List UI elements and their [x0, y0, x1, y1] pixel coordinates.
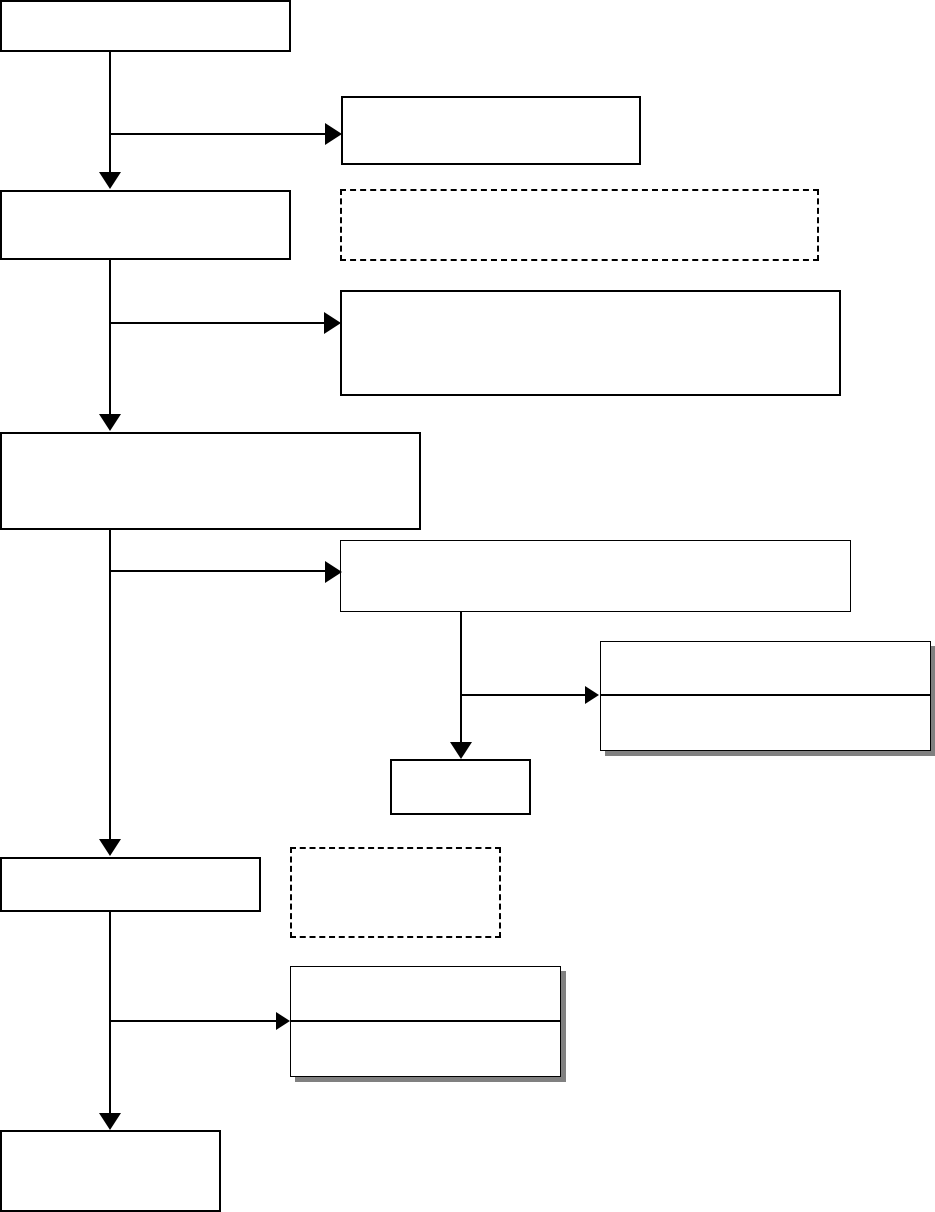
- arrowhead-n2-to-a2: [324, 312, 341, 334]
- arrowhead-n4-to-n5: [99, 1113, 121, 1130]
- annotation-box-1[interactable]: [340, 189, 819, 261]
- arrowhead-a3-to-s1: [585, 686, 599, 704]
- process-box-3[interactable]: [0, 432, 421, 530]
- split-box-1[interactable]: [600, 641, 931, 751]
- connector-n2-to-a2: [110, 322, 325, 324]
- split-box-2-divider: [291, 1020, 560, 1022]
- connector-n1-to-n2: [109, 52, 111, 173]
- arrowhead-n3-to-a3: [325, 561, 342, 583]
- annex-box-4[interactable]: [390, 759, 531, 815]
- connector-a3-to-a4: [460, 612, 462, 744]
- connector-n3-to-n4: [109, 530, 111, 840]
- arrowhead-a3-to-a4: [450, 742, 472, 759]
- connector-a3-to-s1: [461, 694, 585, 696]
- annex-box-1[interactable]: [341, 96, 641, 165]
- process-box-2[interactable]: [0, 190, 291, 260]
- split-box-2[interactable]: [290, 966, 561, 1077]
- split-box-1-divider: [601, 694, 930, 696]
- connector-n4-to-n5: [109, 912, 111, 1114]
- connector-n4-to-s2: [110, 1020, 276, 1022]
- connector-n3-to-a3: [110, 570, 326, 572]
- connector-n1-to-a1: [110, 133, 326, 135]
- connector-n2-to-n3: [109, 260, 111, 415]
- annex-box-3[interactable]: [340, 540, 851, 612]
- annex-box-2[interactable]: [340, 290, 841, 396]
- arrowhead-n4-to-s2: [276, 1012, 290, 1030]
- arrowhead-n1-to-a1: [325, 123, 342, 145]
- annotation-box-2[interactable]: [290, 847, 501, 938]
- arrowhead-n3-to-n4: [99, 839, 121, 856]
- arrowhead-n1-to-n2: [99, 172, 121, 189]
- process-box-5[interactable]: [0, 1130, 221, 1212]
- process-box-1[interactable]: [0, 0, 291, 52]
- arrowhead-n2-to-n3: [99, 414, 121, 431]
- process-box-4[interactable]: [0, 857, 261, 912]
